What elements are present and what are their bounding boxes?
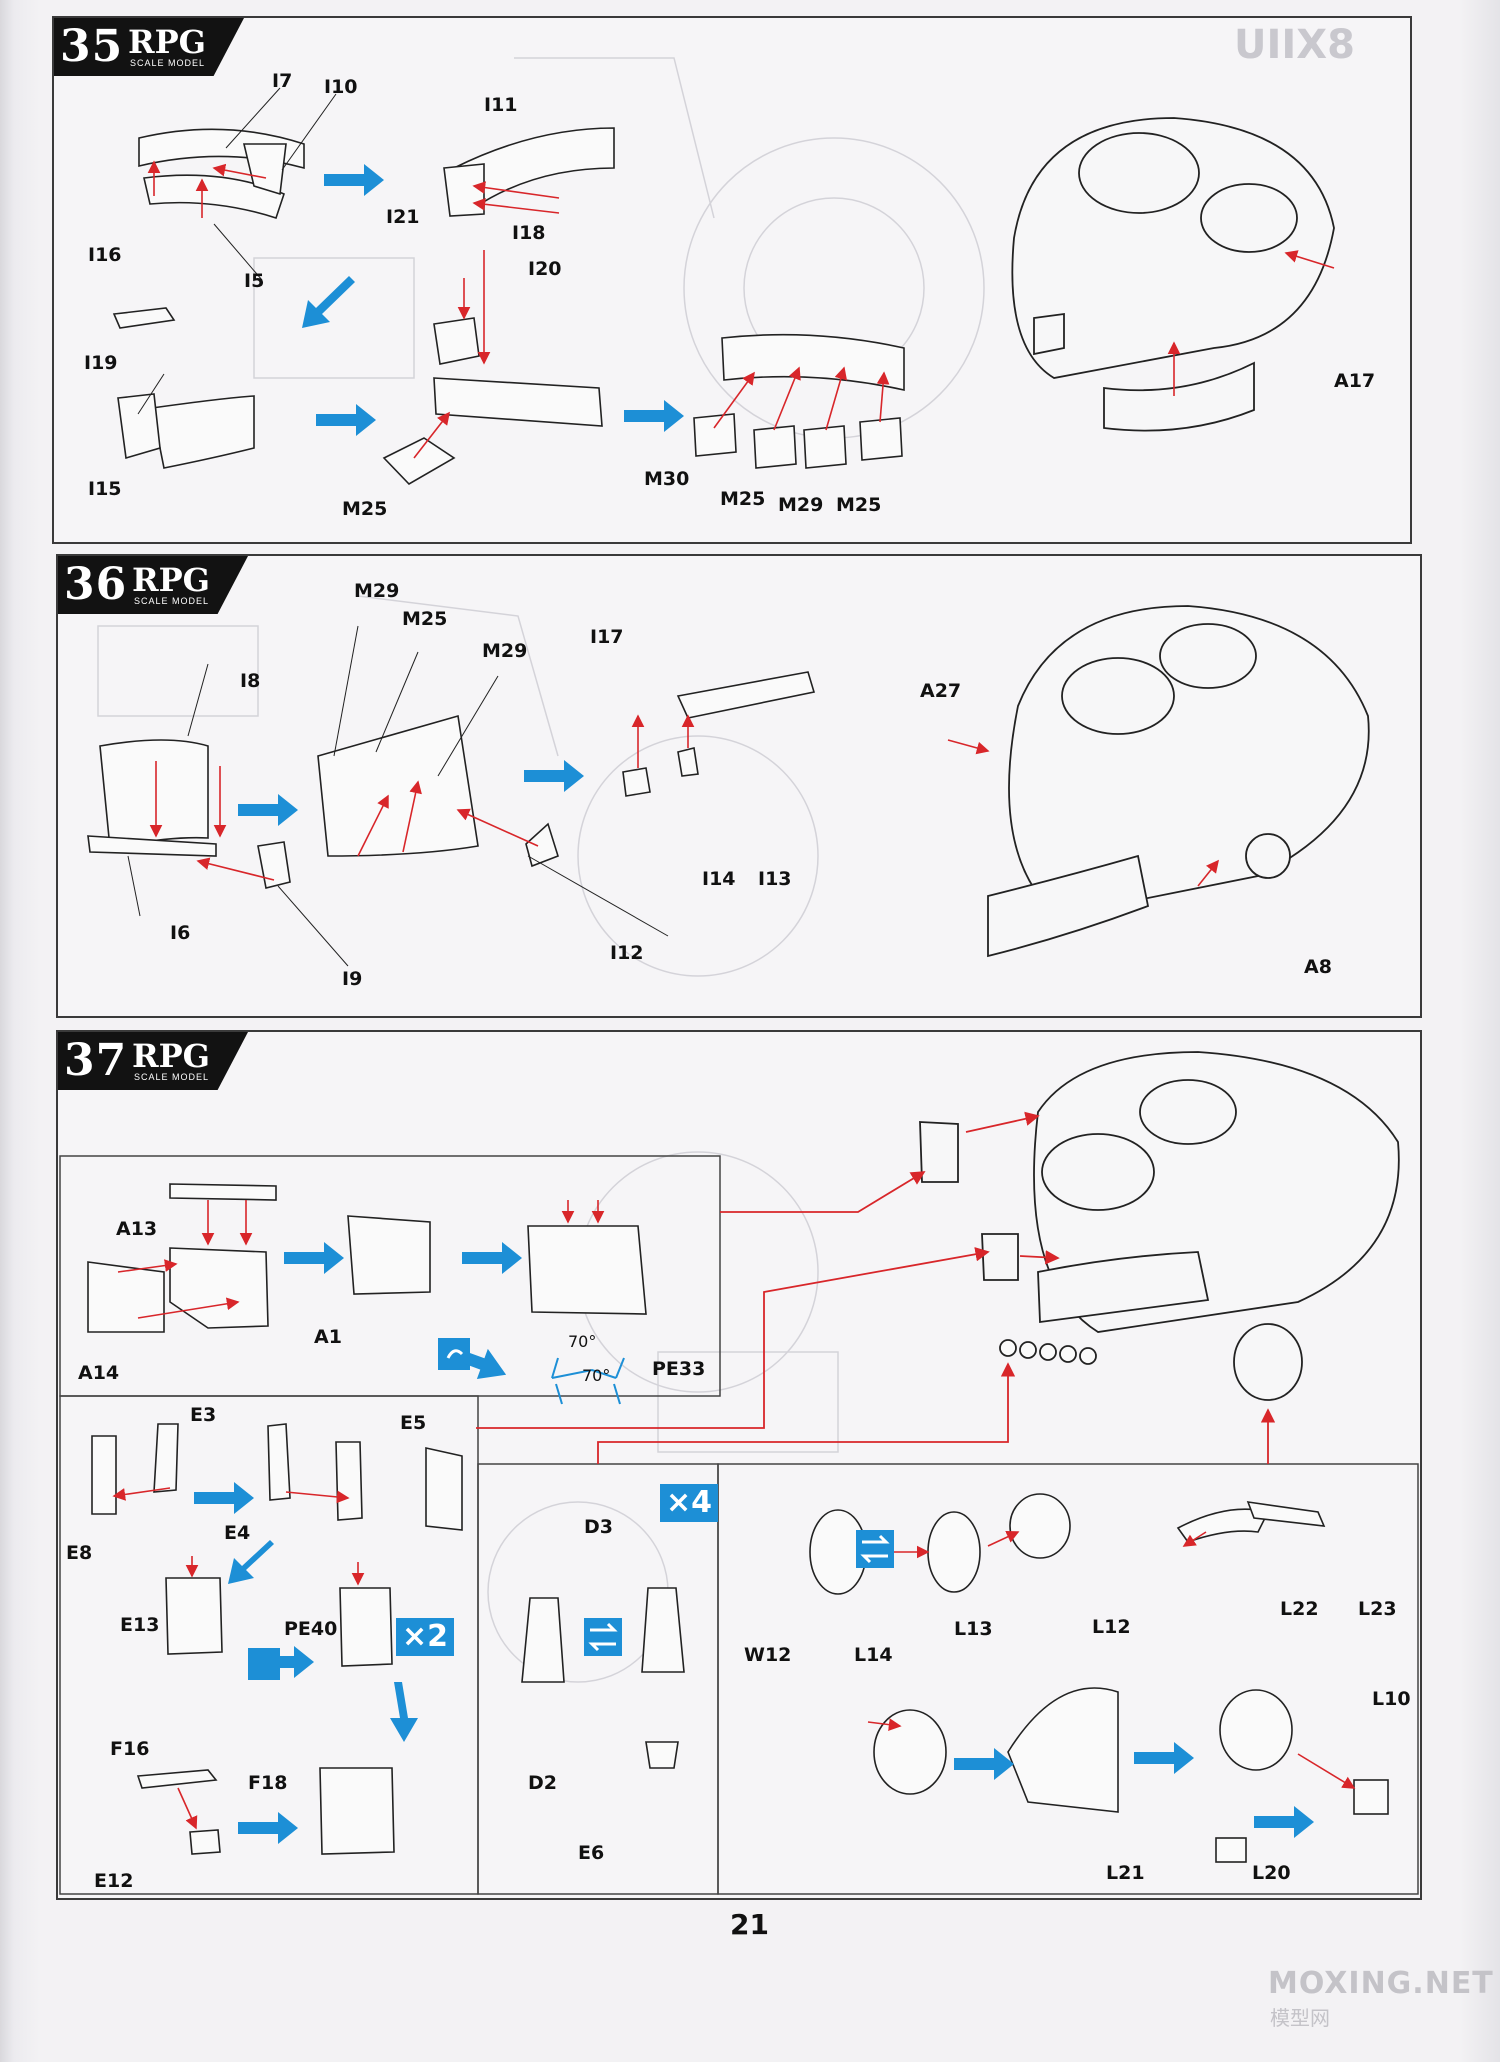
step-37-panel: 37 RPG SCALE MODEL A13 A1 A14 PE33 70° 7… (56, 1030, 1422, 1900)
step-37-drawing (59, 1051, 1419, 1895)
rpg-logo-subtitle: SCALE MODEL (130, 58, 206, 68)
background-ghost-text: UIIX8 (1234, 22, 1355, 68)
part-label: M29 (778, 494, 824, 516)
part-label: D2 (528, 1772, 557, 1794)
part-label: M25 (836, 494, 882, 516)
part-label: A27 (920, 680, 962, 702)
step-35-panel: UIIX8 (52, 16, 1412, 544)
part-label: L10 (1372, 1688, 1411, 1710)
part-label: I7 (272, 70, 293, 92)
step-36-header: 36 RPG SCALE MODEL (58, 556, 248, 614)
part-label: A1 (314, 1326, 342, 1348)
part-label: I19 (84, 352, 118, 374)
part-label: D3 (584, 1516, 613, 1538)
part-label: A14 (78, 1362, 120, 1384)
step-37-header: 37 RPG SCALE MODEL (58, 1032, 248, 1090)
step-36-drawing (87, 595, 1370, 977)
part-label: E8 (66, 1542, 93, 1564)
quantity-badge-x2: ×2 (396, 1618, 455, 1656)
part-label: PE40 (284, 1618, 338, 1640)
part-label: I9 (342, 968, 363, 990)
step-number: 35 (60, 21, 124, 72)
step-number: 37 (64, 1035, 128, 1086)
watermark: MOXING.NET (1268, 1966, 1494, 2001)
part-label: I16 (88, 244, 122, 266)
rpg-logo: RPG (132, 1037, 210, 1075)
rpg-logo-subtitle: SCALE MODEL (134, 596, 210, 606)
part-label: I6 (170, 922, 191, 944)
part-label: M25 (342, 498, 388, 520)
rpg-logo: RPG (128, 23, 206, 61)
part-label: E12 (94, 1870, 134, 1892)
part-label: A8 (1304, 956, 1332, 978)
part-label: I12 (610, 942, 644, 964)
part-label: E3 (190, 1404, 217, 1426)
part-label: L23 (1358, 1598, 1397, 1620)
angle-label: 70° (568, 1332, 597, 1351)
part-label: M25 (720, 488, 766, 510)
part-label: E5 (400, 1412, 427, 1434)
part-label: I8 (240, 670, 261, 692)
part-label: M29 (354, 580, 400, 602)
part-label: A17 (1334, 370, 1376, 392)
part-label: L12 (1092, 1616, 1131, 1638)
part-label: L20 (1252, 1862, 1291, 1884)
part-label: E13 (120, 1614, 160, 1636)
part-label: M25 (402, 608, 448, 630)
angle-label: 70° (582, 1366, 611, 1385)
part-label: I18 (512, 222, 546, 244)
step-36-panel: 36 RPG SCALE MODEL M29 M25 M29 I17 I8 A2… (56, 554, 1422, 1018)
quantity-badge-x4: ×4 (660, 1484, 719, 1522)
part-label: E6 (578, 1842, 605, 1864)
step-35-header: 35 RPG SCALE MODEL (54, 18, 244, 76)
part-label: L21 (1106, 1862, 1145, 1884)
part-label: F18 (248, 1772, 288, 1794)
part-label: L22 (1280, 1598, 1319, 1620)
part-label: I11 (484, 94, 518, 116)
part-label: I10 (324, 76, 358, 98)
part-label: I13 (758, 868, 792, 890)
part-label: M30 (644, 468, 690, 490)
rpg-logo: RPG (132, 561, 210, 599)
part-label: I14 (702, 868, 736, 890)
part-label: PE33 (652, 1358, 706, 1380)
part-label: M29 (482, 640, 528, 662)
part-label: L13 (954, 1618, 993, 1640)
part-label: L14 (854, 1644, 893, 1666)
watermark-subtitle: 模型网 (1270, 2006, 1330, 2030)
part-label: I20 (528, 258, 562, 280)
part-label: F16 (110, 1738, 150, 1760)
part-label: E4 (224, 1522, 251, 1544)
part-label: W12 (744, 1644, 792, 1666)
step-35-drawing (112, 57, 1335, 486)
part-label: I15 (88, 478, 122, 500)
part-label: I5 (244, 270, 265, 292)
part-label: A13 (116, 1218, 158, 1240)
rpg-logo-subtitle: SCALE MODEL (134, 1072, 210, 1082)
page-number: 21 (730, 1908, 769, 1941)
part-label: I17 (590, 626, 624, 648)
step-number: 36 (64, 559, 128, 610)
part-label: I21 (386, 206, 420, 228)
